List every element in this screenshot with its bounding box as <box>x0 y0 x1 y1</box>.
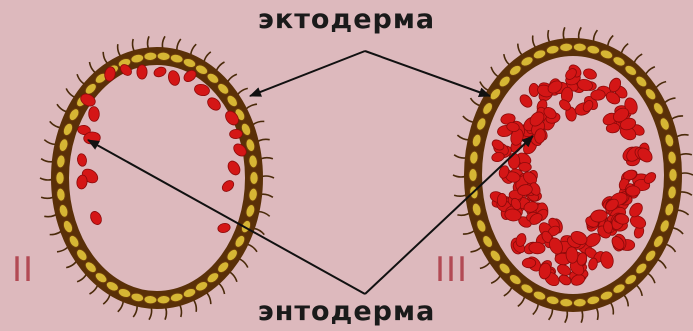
embryo-stage-3 <box>453 27 693 322</box>
endoderm-cell <box>497 193 507 207</box>
endoderm-cell <box>88 210 103 227</box>
endoderm-cell <box>626 186 640 197</box>
endoderm-cell <box>518 162 531 172</box>
ectoderm-cell <box>157 52 171 61</box>
ectoderm-cell <box>56 172 64 185</box>
endoderm-cell <box>217 222 231 234</box>
stage-label-3: III <box>435 250 468 290</box>
ectoderm-cell <box>573 43 587 52</box>
endoderm-cell <box>229 129 242 139</box>
endoderm-cell <box>76 153 87 167</box>
endoderm-cell <box>153 66 168 79</box>
arrow-ectoderm-left <box>250 51 365 96</box>
endoderm-cell <box>137 65 147 79</box>
ectoderm-label: эктодерма <box>0 4 693 35</box>
endoderm-cell <box>226 159 243 177</box>
ectoderm-cell <box>250 172 258 185</box>
endoderm-cell <box>508 153 520 169</box>
endoderm-cell <box>590 89 605 100</box>
endoderm-cell <box>167 69 182 86</box>
endoderm-label: энтодерма <box>0 296 693 327</box>
ectoderm-cell <box>144 52 158 61</box>
endoderm-cell <box>220 178 236 193</box>
ectoderm-cell <box>469 169 477 182</box>
endoderm-cell <box>522 258 536 268</box>
stage-label-2: II <box>12 250 34 290</box>
ectoderm-cell <box>669 169 677 182</box>
endoderm-cell <box>582 67 598 81</box>
endoderm-cell <box>88 106 99 121</box>
arrow-ectoderm-right <box>365 51 490 96</box>
ectoderm-cell <box>559 43 573 52</box>
